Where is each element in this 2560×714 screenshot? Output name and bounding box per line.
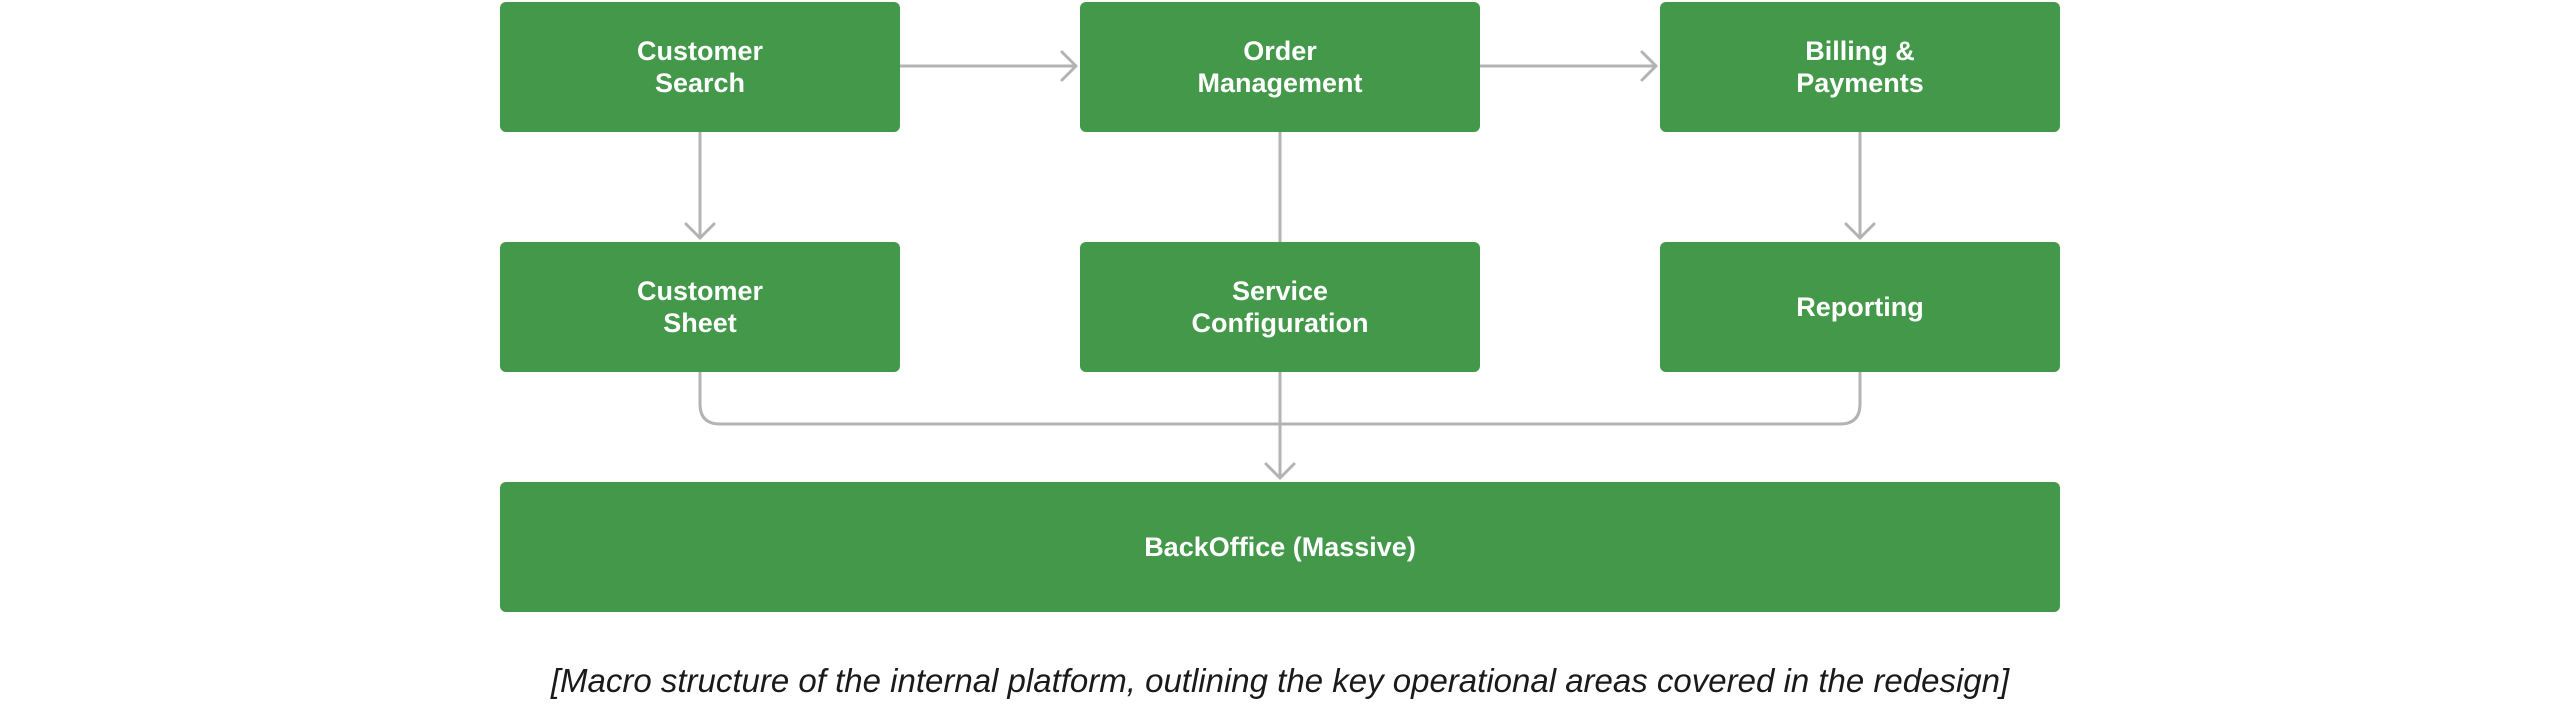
arrowhead-backoffice xyxy=(1264,462,1296,480)
arrowhead-billing-payments xyxy=(1640,50,1658,82)
diagram-caption: [Macro structure of the internal platfor… xyxy=(550,662,2010,699)
node-service-configuration: Service Configuration xyxy=(1080,242,1480,372)
node-customer-search: Customer Search xyxy=(500,2,900,132)
arrowhead-order-management xyxy=(1060,50,1078,82)
arrowhead-customer-sheet xyxy=(684,222,716,240)
arrowhead-reporting xyxy=(1844,222,1876,240)
node-backoffice: BackOffice (Massive) xyxy=(500,482,2060,612)
node-billing-payments: Billing & Payments xyxy=(1660,2,2060,132)
edge-customer-sheet-to-backoffice xyxy=(698,370,1282,426)
node-customer-sheet: Customer Sheet xyxy=(500,242,900,372)
node-order-management: Order Management xyxy=(1080,2,1480,132)
edge-reporting-to-backoffice xyxy=(1278,370,1862,426)
node-reporting: Reporting xyxy=(1660,242,2060,372)
